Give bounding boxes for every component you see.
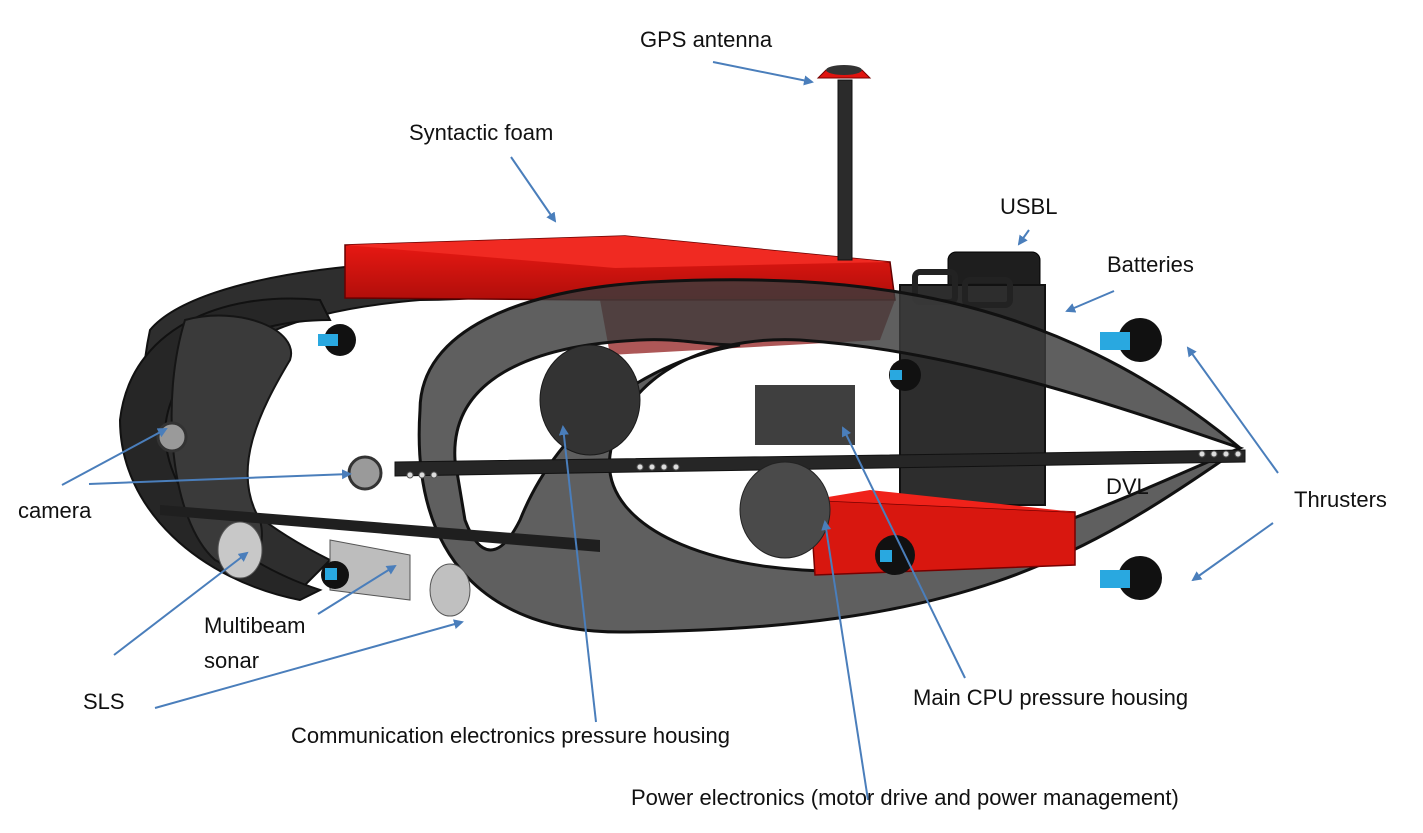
thrusters (318, 318, 1162, 600)
arrow-sls-2 (154, 619, 464, 709)
label-power-electronics: Power electronics (motor drive and power… (631, 785, 1179, 810)
label-dvl: DVL (1106, 474, 1149, 499)
thruster-mid-2 (875, 535, 915, 575)
main-cpu-housing (755, 385, 855, 445)
label-batteries: Batteries (1107, 252, 1194, 277)
thruster-top-left (318, 324, 356, 356)
label-camera: camera (18, 498, 92, 523)
arrow-camera-2 (88, 469, 352, 485)
gps-antenna (816, 65, 872, 261)
thruster-top-right (1100, 318, 1162, 362)
arrow-cpu (842, 426, 966, 679)
arrow-multibeam (317, 564, 397, 615)
arrow-usbl (1017, 229, 1030, 246)
arrow-sls-1 (113, 551, 249, 656)
label-sls: SLS (83, 689, 125, 714)
power-electronics-endcap (739, 461, 831, 559)
thruster-bottom-right (1100, 556, 1162, 600)
sls-sensor-2 (429, 563, 471, 617)
thruster-mid-1 (889, 359, 921, 391)
label-multibeam: Multibeam (204, 613, 306, 638)
arrow-batteries (1065, 290, 1115, 313)
label-multibeam-sonar: sonar (204, 648, 260, 673)
arrow-camera-1 (61, 428, 168, 486)
sls-sensor (217, 521, 263, 579)
comm-housing-endcap (539, 344, 641, 456)
label-gps-antenna: GPS antenna (640, 27, 773, 52)
label-comm-electronics: Communication electronics pressure housi… (291, 723, 730, 748)
callout-arrows (61, 61, 1279, 801)
thruster-bottom-left (321, 561, 349, 589)
label-syntactic-foam: Syntactic foam (409, 120, 554, 145)
bolt-rows (406, 450, 1242, 479)
arrow-thrusters-bottom (1191, 522, 1274, 582)
label-usbl: USBL (1000, 194, 1058, 219)
arrow-foam (510, 156, 557, 223)
arrow-comm (558, 425, 597, 723)
arrow-thrusters-top (1186, 346, 1279, 474)
label-main-cpu: Main CPU pressure housing (913, 685, 1189, 710)
arrow-power (821, 520, 869, 801)
label-thrusters: Thrusters (1294, 487, 1387, 512)
arrow-gps (712, 61, 814, 86)
